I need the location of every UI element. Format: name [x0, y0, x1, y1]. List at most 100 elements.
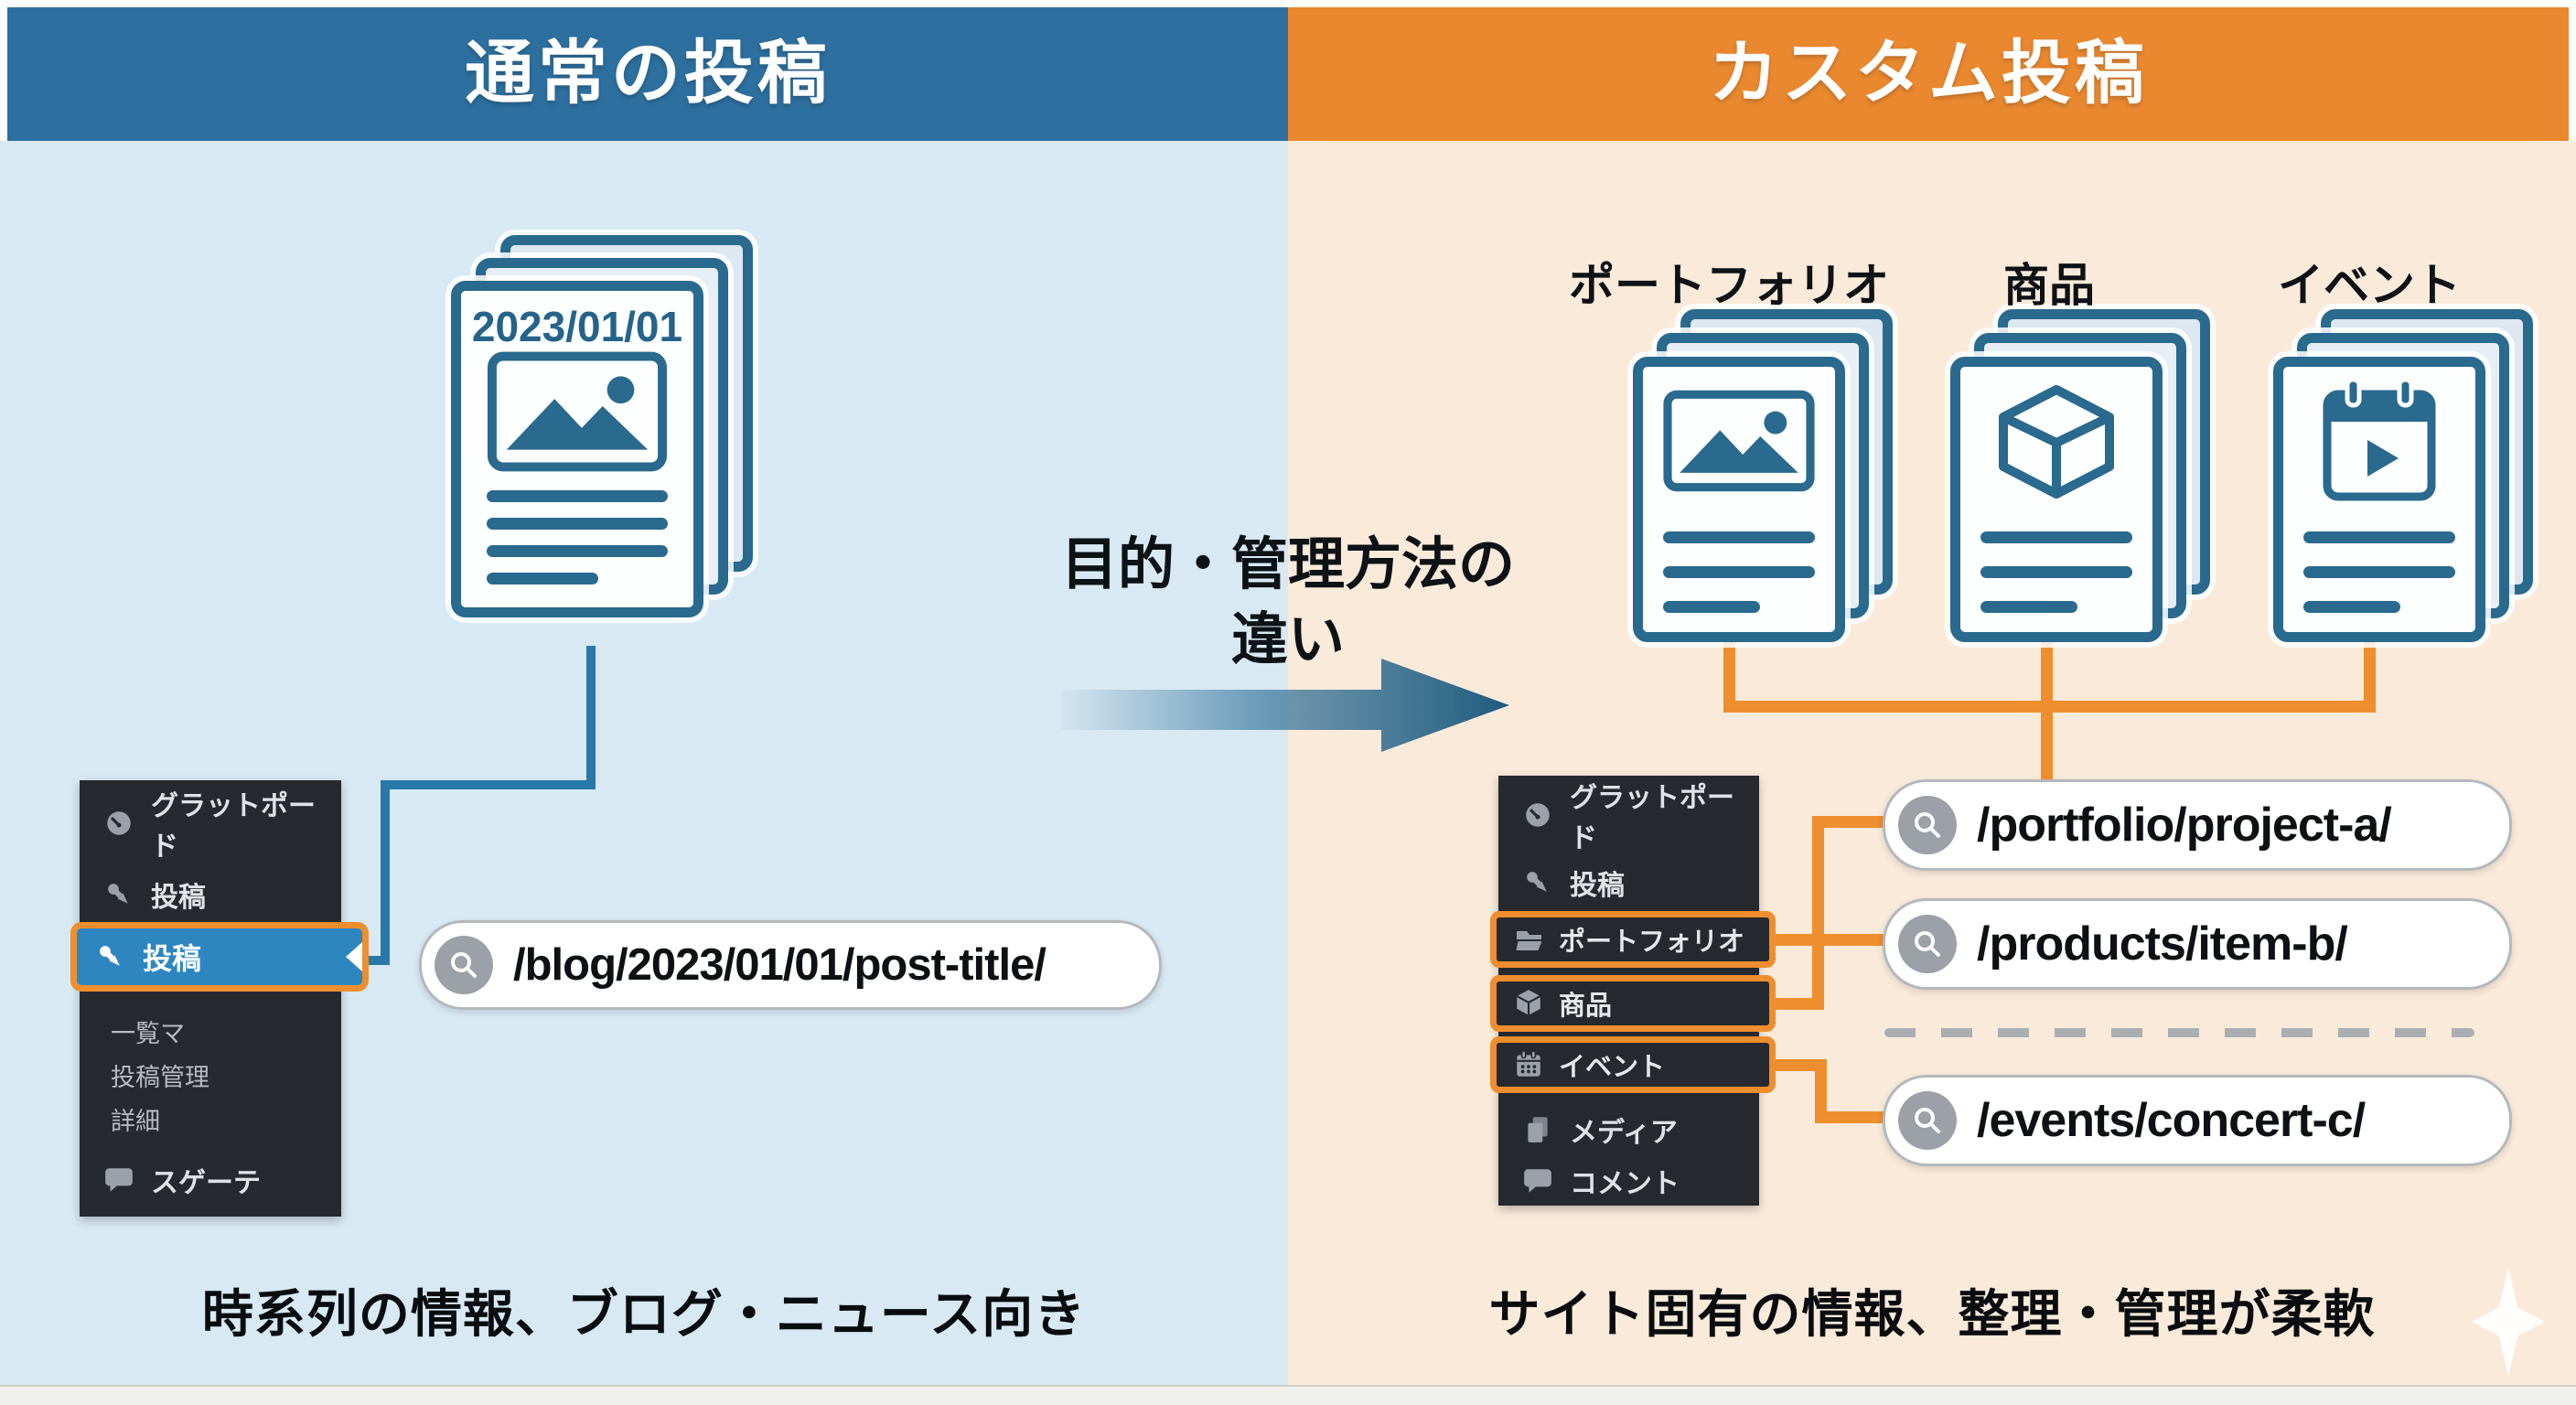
sidebar-item-label: 投稿 — [143, 942, 202, 975]
permalink-blog[interactable]: /blog/2023/01/01/post-title/ — [419, 920, 1162, 1010]
sidebar-item-label: 商品 — [1559, 992, 1613, 1021]
sidebar-subitem-manage[interactable]: 投稿管理 — [80, 1055, 341, 1095]
sidebar-item-label: スゲーテ — [151, 1168, 261, 1198]
sidebar-item-label: メディア — [1570, 1118, 1678, 1148]
text-line — [487, 490, 668, 502]
blue-connector-h1 — [381, 780, 596, 789]
product-card-label: 商品 — [2003, 260, 2095, 311]
portfolio-stack — [1585, 309, 1893, 675]
sidebar-item-posts[interactable]: 投稿 — [80, 872, 341, 917]
sidebar-item-posts[interactable]: 投稿 — [1498, 860, 1759, 906]
text-line — [1980, 531, 2132, 543]
sidebar-item-label: ポートフォリオ — [1559, 928, 1745, 957]
center-label-line1: 目的・管理方法の — [1060, 533, 1515, 596]
orange-connector-card1 — [1723, 640, 1735, 713]
product-card — [1950, 357, 2163, 642]
sidebar-item-label: 投稿 — [1570, 871, 1625, 901]
custom-posts-header: カスタム投稿 — [1288, 7, 2569, 141]
portfolio-card — [1633, 357, 1845, 642]
left-frame — [0, 0, 7, 141]
orange-connector-product-h — [1766, 998, 1824, 1010]
wp-admin-menu-left: グラットポード 投稿 一覧マ 投稿管理 詳細 スゲーテ — [80, 780, 341, 1217]
sidebar-item-comments[interactable]: スゲーテ — [80, 1157, 341, 1203]
sidebar-item-dashboard[interactable]: グラットポード — [80, 791, 341, 862]
sidebar-item-portfolio[interactable]: ポートフォリオ — [1490, 911, 1776, 968]
permalink-text: /portfolio/project-a/ — [1977, 799, 2392, 852]
dashboard-icon — [103, 808, 134, 839]
calendar-play-icon — [2323, 377, 2436, 501]
pushpin-icon — [95, 941, 126, 972]
comment-icon — [1522, 1165, 1553, 1196]
permalink-text: /events/concert-c/ — [1977, 1094, 2366, 1147]
pushpin-icon — [1522, 867, 1553, 898]
active-item-arrow-icon — [346, 942, 362, 971]
portfolio-card-label: ポートフォリオ — [1569, 260, 1889, 311]
dashboard-icon — [1522, 799, 1553, 831]
text-line — [2303, 566, 2455, 578]
orange-connector-event-v — [1815, 1059, 1827, 1123]
dashed-divider — [1884, 1028, 2474, 1037]
center-label-line2: 違い — [1230, 608, 1345, 671]
top-frame — [0, 0, 2576, 7]
box-icon — [1513, 988, 1544, 1019]
sidebar-item-posts-active[interactable]: 投稿 — [70, 922, 369, 992]
text-line — [2303, 531, 2455, 543]
image-placeholder-icon — [487, 351, 668, 472]
event-stack — [2226, 309, 2533, 675]
sidebar-item-label: イベント — [1559, 1053, 1666, 1082]
sidebar-item-dashboard[interactable]: グラットポード — [1498, 783, 1759, 853]
permalink-portfolio[interactable]: /portfolio/project-a/ — [1883, 779, 2512, 871]
sidebar-item-label: グラットポード — [151, 791, 316, 862]
calendar-icon — [1513, 1049, 1544, 1080]
blue-connector-h2 — [352, 956, 390, 965]
text-line — [487, 545, 668, 557]
search-icon — [1898, 915, 1957, 973]
permalink-events[interactable]: /events/concert-c/ — [1883, 1075, 2512, 1166]
orange-connector-portfolio-h — [1766, 934, 1885, 946]
sidebar-item-products[interactable]: 商品 — [1490, 975, 1776, 1032]
text-line — [2303, 601, 2400, 613]
sidebar-subitem-details[interactable]: 詳細 — [80, 1099, 341, 1139]
sidebar-subitem-list[interactable]: 一覧マ — [80, 1011, 341, 1051]
sidebar-item-label: 一覧マ — [111, 1019, 185, 1047]
sidebar-item-events[interactable]: イベント — [1490, 1036, 1776, 1093]
text-line — [1663, 601, 1760, 613]
permalink-text: /products/item-b/ — [1977, 917, 2348, 971]
media-icon — [1522, 1114, 1553, 1145]
permalink-text: /blog/2023/01/01/post-title/ — [513, 940, 1046, 990]
search-icon — [1898, 1091, 1957, 1150]
orange-connector-event-h1 — [1766, 1059, 1827, 1071]
sidebar-item-label: コメント — [1570, 1169, 1680, 1199]
sidebar-item-label: 投稿管理 — [111, 1063, 209, 1091]
text-line — [487, 518, 668, 530]
right-frame — [2569, 0, 2576, 141]
sidebar-item-comments[interactable]: コメント — [1498, 1158, 1759, 1204]
post-date: 2023/01/01 — [471, 303, 683, 350]
sidebar-item-label: 投稿 — [151, 883, 206, 913]
sidebar-item-media[interactable]: メディア — [1498, 1107, 1759, 1153]
search-icon — [1898, 796, 1957, 854]
orange-connector-pill1-h — [1812, 816, 1885, 828]
orange-connector-crossbar — [1723, 701, 2376, 713]
event-card-label: イベント — [2278, 260, 2461, 311]
right-caption: サイト固有の情報、整理・管理が柔軟 — [1488, 1285, 2376, 1343]
folder-icon — [1513, 924, 1544, 955]
sidebar-item-label: グラットポード — [1570, 783, 1734, 853]
search-icon — [435, 936, 493, 994]
orange-connector-event-h2 — [1815, 1111, 1885, 1123]
left-caption: 時系列の情報、ブログ・ニュース向き — [201, 1285, 1087, 1343]
box-icon — [1999, 385, 2114, 499]
product-stack — [1903, 309, 2210, 675]
blog-post-card: 2023/01/01 — [451, 281, 703, 617]
permalink-products[interactable]: /products/item-b/ — [1883, 898, 2512, 990]
normal-posts-header: 通常の投稿 — [7, 7, 1288, 141]
text-line — [1663, 531, 1815, 543]
text-line — [1980, 601, 2077, 613]
comment-icon — [103, 1164, 134, 1196]
text-line — [487, 573, 598, 585]
image-placeholder-icon — [1663, 390, 1815, 492]
event-card — [2273, 357, 2485, 642]
bottom-strip — [0, 1385, 2576, 1405]
blue-connector-v2 — [381, 780, 390, 965]
